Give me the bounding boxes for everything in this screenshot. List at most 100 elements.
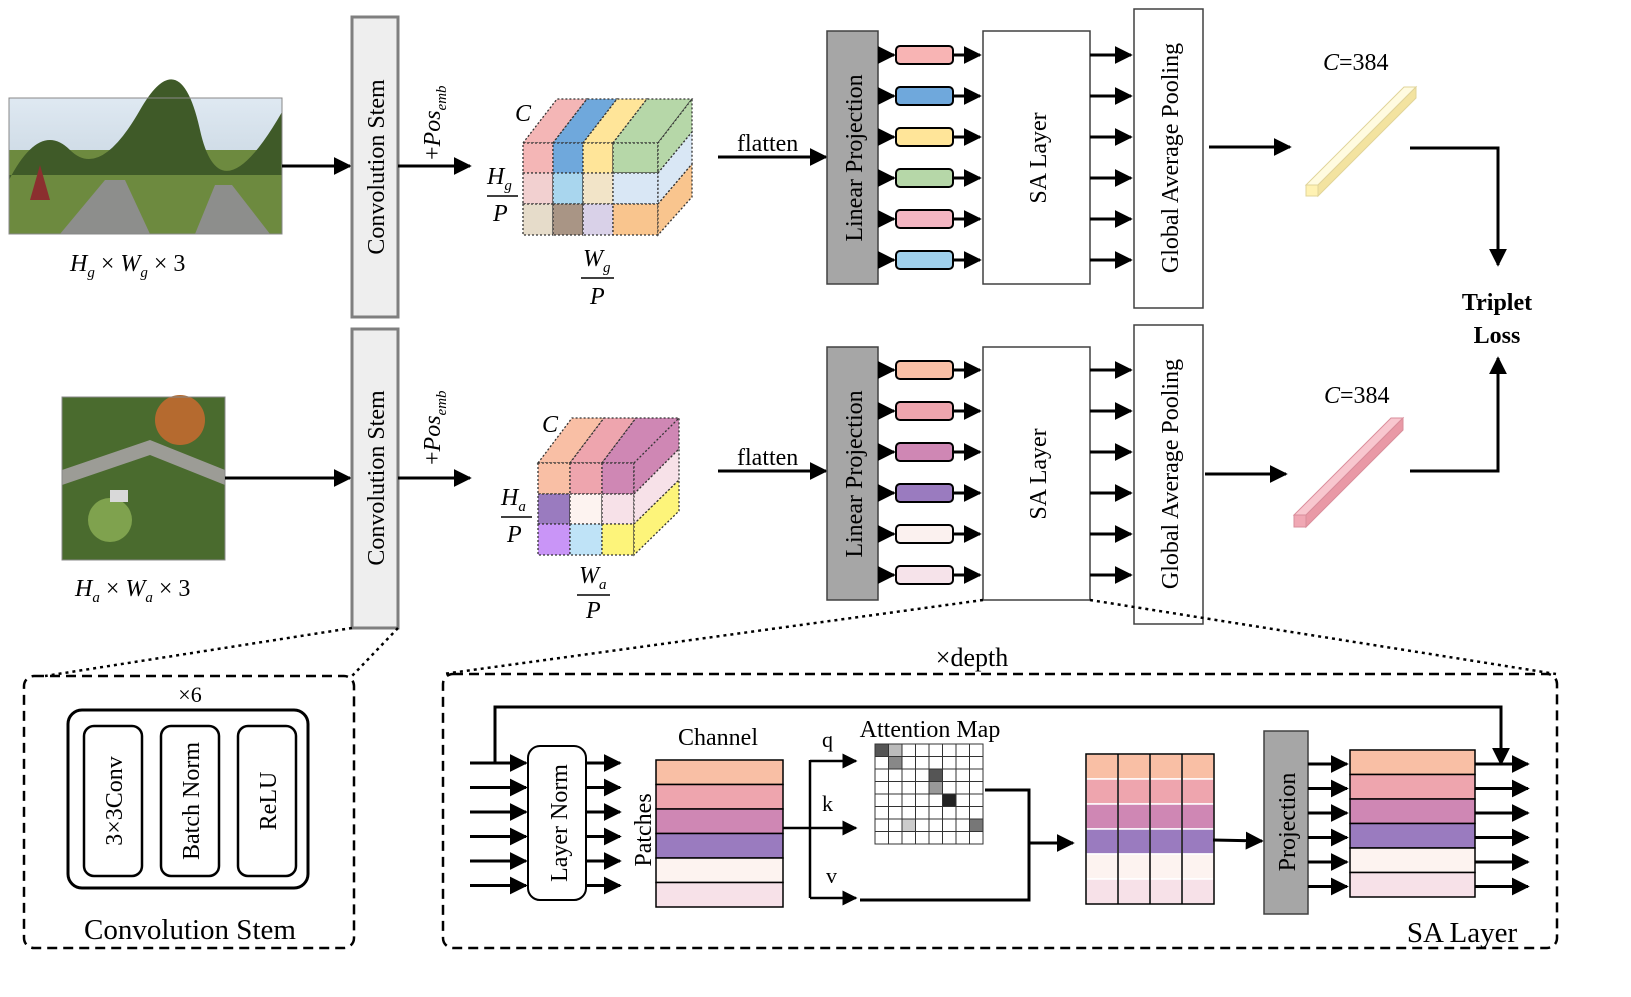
attention-cell	[955, 743, 970, 757]
ground-cube-c: C	[515, 101, 532, 127]
attention-cell	[942, 781, 957, 795]
aerial-cube-h: Ha	[500, 485, 526, 515]
ground-c-label: C=384	[1323, 50, 1389, 76]
aerial-c-label: C=384	[1324, 383, 1390, 409]
attention-cell	[901, 756, 916, 770]
attention-cell	[874, 756, 889, 770]
attention-cell	[969, 831, 984, 845]
attention-cell	[928, 781, 943, 795]
k-label: k	[822, 791, 833, 816]
attention-cell	[969, 818, 984, 832]
layer-norm-box	[527, 745, 587, 901]
projection-outputs	[1308, 755, 1349, 896]
aerial-patch-cube	[536, 416, 681, 557]
attention-cell	[942, 756, 957, 770]
attention-cell	[888, 756, 903, 770]
aerial-feature-vector	[1292, 416, 1405, 529]
ground-linear-projection-label: Linear Projection	[842, 74, 868, 241]
aerial-size-label: Ha × Wa × 3	[74, 576, 190, 606]
attention-cell	[874, 781, 889, 795]
attention-cell	[942, 793, 957, 807]
output-cell	[1149, 803, 1183, 830]
ground-cube-w: Wg	[583, 246, 611, 276]
patch-stripe	[655, 832, 784, 859]
output-cell	[1117, 778, 1151, 805]
output-cell	[1149, 778, 1183, 805]
output-stripe	[1349, 871, 1476, 898]
conv-stem-block-label: 3×3Conv	[102, 756, 128, 846]
ground-image: street-panorama-photo	[8, 79, 283, 235]
attention-cell	[888, 806, 903, 820]
attention-cell	[942, 818, 957, 832]
attention-cell	[942, 768, 957, 782]
ground-cube-p1: P	[492, 201, 508, 227]
patch-stripe	[655, 881, 784, 908]
layer-norm-inputs	[470, 754, 528, 895]
attention-cell	[874, 818, 889, 832]
projection-label: Projection	[1275, 773, 1301, 872]
attention-cell	[969, 756, 984, 770]
patch-token	[895, 168, 954, 188]
output-cell	[1117, 853, 1151, 880]
conv-stem-repeat: ×6	[178, 682, 201, 707]
output-cell	[1181, 828, 1215, 855]
patch-stripe	[655, 857, 784, 884]
aerial-cube-w: Wa	[579, 563, 607, 593]
conv-stem-block	[82, 724, 144, 878]
attention-cell	[915, 756, 930, 770]
aerial-image: aerial-satellite-photo	[61, 395, 226, 561]
sa-detail-title: SA Layer	[1407, 917, 1518, 949]
channel-label: Channel	[678, 725, 758, 751]
attention-cell	[942, 806, 957, 820]
attention-cell	[888, 768, 903, 782]
attention-cell	[874, 806, 889, 820]
attention-cell	[928, 818, 943, 832]
ground-global-average-pooling	[1133, 8, 1204, 309]
attention-cell	[928, 793, 943, 807]
attention-cell	[928, 756, 943, 770]
attention-cell	[874, 768, 889, 782]
attention-cell	[901, 806, 916, 820]
triplet-loss-line2: Loss	[1474, 323, 1521, 349]
aerial-cube-p2: P	[585, 598, 601, 624]
attention-cell	[915, 743, 930, 757]
patch-token	[895, 45, 954, 65]
patch-stripe	[655, 808, 784, 835]
output-cell	[1085, 778, 1119, 805]
attention-map-grid	[874, 743, 984, 845]
attention-cell	[928, 768, 943, 782]
attention-cell	[955, 756, 970, 770]
attention-cell	[915, 768, 930, 782]
output-cell	[1117, 828, 1151, 855]
attention-cell	[888, 743, 903, 757]
attention-cell	[955, 781, 970, 795]
attention-cell	[969, 793, 984, 807]
attention-cell	[874, 743, 889, 757]
attention-cell	[955, 768, 970, 782]
projection-box	[1263, 730, 1309, 915]
output-cell	[1149, 853, 1183, 880]
attention-cell	[928, 806, 943, 820]
attention-cell	[928, 743, 943, 757]
attention-cell	[888, 793, 903, 807]
attention-cell	[969, 806, 984, 820]
attention-cell	[874, 831, 889, 845]
attention-cell	[915, 793, 930, 807]
output-cell	[1117, 753, 1151, 780]
ground-flatten-label: flatten	[737, 131, 798, 157]
conv-stem-block-label: ReLU	[256, 772, 282, 831]
aerial-stem-label: Convolution Stem	[364, 390, 390, 566]
output-stripe	[1349, 749, 1476, 776]
attention-cell	[915, 806, 930, 820]
conv-stem-block-label: Batch Norm	[179, 742, 205, 860]
aerial-cube-c: C	[542, 412, 559, 438]
attention-cell	[901, 831, 916, 845]
output-cell	[1149, 828, 1183, 855]
ground-size-label: Hg × Wg × 3	[69, 251, 185, 281]
output-stripe	[1349, 822, 1476, 849]
output-stripe	[1349, 773, 1476, 800]
sa-detail-depth: ×depth	[936, 643, 1008, 672]
conv-stem-block	[236, 724, 298, 878]
attention-output-grid	[1085, 753, 1215, 905]
